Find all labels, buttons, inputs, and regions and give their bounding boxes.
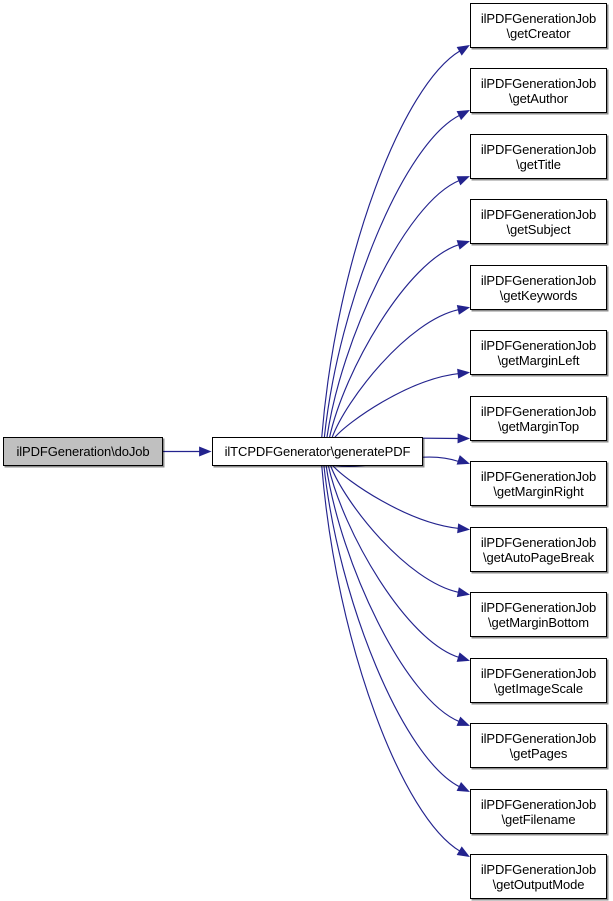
- node-ilpdfgenerationjob-getcreator[interactable]: ilPDFGenerationJob\getCreator: [470, 3, 607, 48]
- node-label-line1: ilPDFGenerationJob: [480, 861, 597, 877]
- node-label-line2: \getAuthor: [509, 90, 568, 106]
- node-label-line2: \getMarginTop: [497, 418, 580, 434]
- arrowhead-caller-to-callee-9: [456, 587, 471, 598]
- node-ilpdfgenerationjob-getmarginbottom[interactable]: ilPDFGenerationJob\getMarginBottom: [470, 592, 607, 637]
- edge-caller-to-callee-2: [326, 179, 460, 438]
- edge-caller-to-callee-13: [321, 465, 461, 852]
- node-label-line1: ilPDFGenerationJob: [480, 75, 597, 91]
- edge-caller-to-callee-4: [331, 309, 460, 438]
- node-label-line2: \getPages: [509, 745, 568, 761]
- node-label-line2: \getAutoPageBreak: [482, 549, 595, 565]
- node-label-line2: \getMarginLeft: [497, 352, 580, 368]
- node-ilpdfgenerationjob-getoutputmode[interactable]: ilPDFGenerationJob\getOutputMode: [470, 854, 607, 899]
- edge-caller-to-callee-12: [323, 465, 461, 788]
- node-ilpdfgenerationjob-getmargintop[interactable]: ilPDFGenerationJob\getMarginTop: [470, 396, 607, 441]
- arrowhead-root-to-caller: [199, 446, 212, 457]
- edge-caller-to-callee-10: [327, 465, 460, 659]
- node-label-line1: ilPDFGenerationJob: [480, 10, 597, 26]
- node-ilpdfgenerationjob-getpages[interactable]: ilPDFGenerationJob\getPages: [470, 723, 607, 768]
- arrowhead-caller-to-callee-4: [456, 304, 471, 315]
- arrowhead-caller-to-callee-0: [456, 44, 470, 56]
- arrowhead-caller-to-callee-2: [456, 176, 470, 186]
- node-label-line2: \getSubject: [506, 221, 571, 237]
- node-label-line2: \getTitle: [516, 156, 561, 172]
- edge-caller-to-callee-0: [321, 50, 461, 438]
- node-label-line1: ilPDFGenerationJob: [480, 337, 597, 353]
- arrowhead-caller-to-callee-5: [457, 368, 471, 379]
- node-label-line1: ilPDFGenerationJob: [480, 730, 597, 746]
- edge-caller-to-callee-11: [325, 465, 460, 723]
- node-ilpdfgenerationjob-getfilename[interactable]: ilPDFGenerationJob\getFilename: [470, 789, 607, 834]
- node-label-line2: \getMarginBottom: [487, 614, 589, 630]
- node-label-line1: ilPDFGenerationJob: [480, 599, 597, 615]
- node-label-line1: ilPDFGenerationJob: [480, 206, 597, 222]
- node-label-line2: \getImageScale: [494, 680, 583, 696]
- node-ilpdfgenerationjob-getimagescale[interactable]: ilPDFGenerationJob\getImageScale: [470, 658, 607, 703]
- arrowhead-caller-to-callee-6: [457, 433, 471, 444]
- node-label-line1: ilPDFGenerationJob: [480, 403, 597, 419]
- arrowhead-caller-to-callee-10: [456, 652, 471, 662]
- node-label-line2: \getKeywords: [499, 287, 578, 303]
- edge-caller-to-callee-3: [328, 243, 460, 438]
- node-ilpdfgenerationjob-getkeywords[interactable]: ilPDFGenerationJob\getKeywords: [470, 265, 607, 310]
- node-ilpdfgenerationjob-getauthor[interactable]: ilPDFGenerationJob\getAuthor: [470, 68, 607, 113]
- node-ilpdfgenerationjob-getmarginright[interactable]: ilPDFGenerationJob\getMarginRight: [470, 461, 607, 506]
- node-label-line1: ilPDFGenerationJob: [480, 665, 597, 681]
- arrowhead-caller-to-callee-1: [456, 110, 470, 121]
- arrowhead-caller-to-callee-12: [456, 781, 470, 792]
- node-label-line1: ilPDFGenerationJob: [480, 141, 597, 157]
- arrowhead-caller-to-callee-8: [457, 523, 471, 534]
- node-label-line1: ilPDFGenerationJob: [480, 272, 597, 288]
- arrowhead-caller-to-callee-3: [456, 240, 471, 250]
- arrowhead-caller-to-callee-7: [456, 455, 471, 465]
- arrowhead-caller-to-callee-13: [456, 846, 470, 858]
- edge-caller-to-callee-1: [323, 114, 461, 438]
- node-ilpdfgenerationjob-gettitle[interactable]: ilPDFGenerationJob\getTitle: [470, 134, 607, 179]
- edge-caller-to-callee-8: [332, 465, 459, 530]
- node-ilpdfgeneration-dojob[interactable]: ilPDFGeneration\doJob: [3, 437, 163, 466]
- node-label-line2: \getMarginRight: [493, 483, 584, 499]
- edge-caller-to-callee-5: [334, 373, 459, 438]
- node-iltcpdfgenerator-generatepdf[interactable]: ilTCPDFGenerator\generatePDF: [212, 437, 423, 466]
- node-ilpdfgenerationjob-getautopagebreak[interactable]: ilPDFGenerationJob\getAutoPageBreak: [470, 527, 607, 572]
- node-label-line2: \getCreator: [506, 25, 571, 41]
- node-label-line2: \getOutputMode: [492, 876, 585, 892]
- node-label-line2: \getFilename: [501, 811, 576, 827]
- node-label-line1: ilPDFGeneration\doJob: [16, 444, 150, 459]
- edge-caller-to-callee-9: [329, 465, 460, 593]
- arrowhead-caller-to-callee-11: [456, 716, 470, 726]
- node-label-line1: ilPDFGenerationJob: [480, 468, 597, 484]
- node-ilpdfgenerationjob-getmarginleft[interactable]: ilPDFGenerationJob\getMarginLeft: [470, 330, 607, 375]
- node-label-line1: ilPDFGenerationJob: [480, 534, 597, 550]
- node-ilpdfgenerationjob-getsubject[interactable]: ilPDFGenerationJob\getSubject: [470, 199, 607, 244]
- node-label-line1: ilPDFGenerationJob: [480, 796, 597, 812]
- node-label-line1: ilTCPDFGenerator\generatePDF: [224, 444, 411, 459]
